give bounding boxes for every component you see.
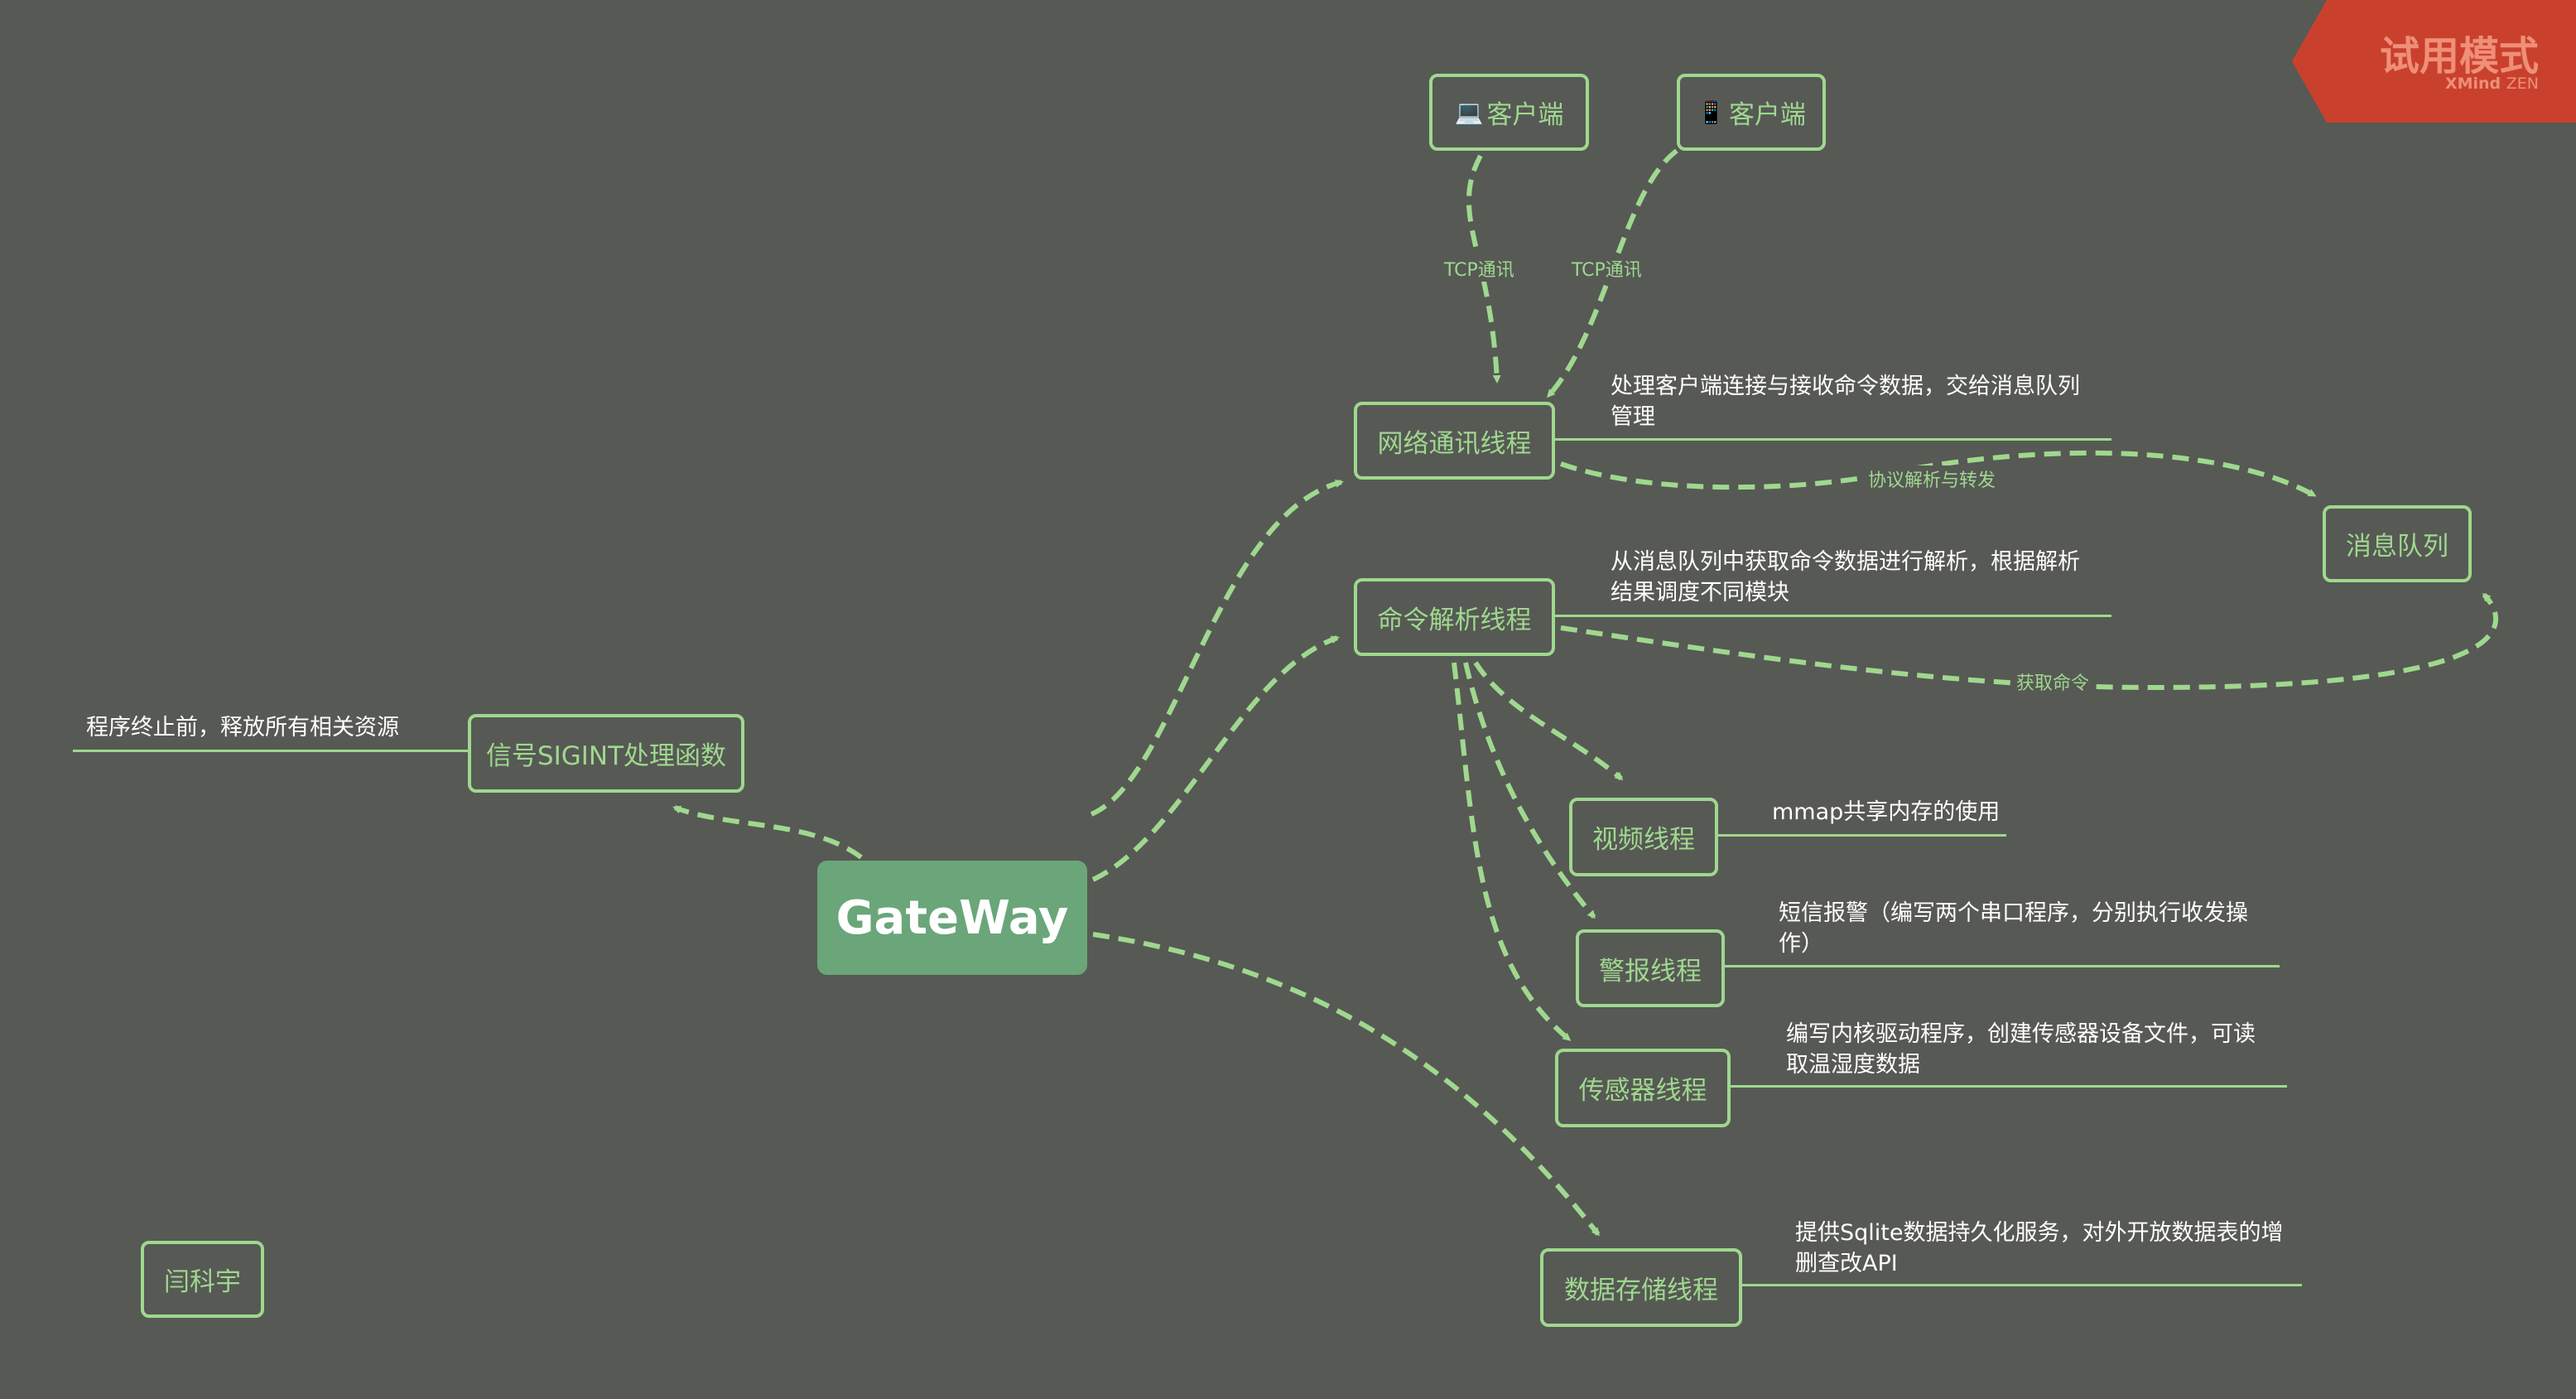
signal-note: 程序终止前，释放所有相关资源 — [86, 712, 399, 743]
network-thread-node[interactable]: 网络通讯线程 — [1354, 402, 1555, 480]
alarm-thread-label: 警报线程 — [1599, 956, 1702, 987]
sensor-thread-label: 传感器线程 — [1578, 1076, 1707, 1106]
note-line: 管理 — [1611, 404, 1655, 430]
command-note: 从消息队列中获取命令数据进行解析，根据解析 结果调度不同模块 — [1611, 547, 2080, 608]
command-thread-label: 命令解析线程 — [1377, 605, 1532, 635]
note-line: 处理客户端连接与接收命令数据，交给消息队列 — [1611, 374, 2080, 399]
link-central-network — [1090, 479, 1344, 817]
note-underline-command — [1555, 615, 2111, 617]
link-command-alarm — [1463, 662, 1596, 919]
link-command-sensor — [1452, 662, 1572, 1042]
note-line: 结果调度不同模块 — [1611, 580, 1789, 605]
author-node[interactable]: 闫科宇 — [141, 1241, 264, 1318]
note-underline-alarm — [1724, 965, 2280, 967]
alarm-note: 短信报警（编写两个串口程序，分别执行收发操 作） — [1779, 898, 2248, 959]
trial-mode-title: 试用模式 — [2379, 33, 2539, 80]
note-underline-storage — [1741, 1284, 2302, 1286]
storage-note: 提供Sqlite数据持久化服务，对外开放数据表的增 删查改API — [1795, 1218, 2283, 1279]
note-line: 短信报警（编写两个串口程序，分别执行收发操 — [1779, 900, 2248, 926]
network-note: 处理客户端连接与接收命令数据，交给消息队列 管理 — [1611, 371, 2080, 432]
storage-thread-label: 数据存储线程 — [1564, 1276, 1718, 1305]
client-mobile-node[interactable]: 📱 客户端 — [1677, 74, 1826, 151]
storage-thread-node[interactable]: 数据存储线程 — [1540, 1248, 1742, 1327]
edge-label-fetch: 获取命令 — [2014, 668, 2092, 695]
video-thread-node[interactable]: 视频线程 — [1569, 798, 1718, 876]
client-pc-node[interactable]: 💻 客户端 — [1429, 74, 1589, 151]
video-note: mmap共享内存的使用 — [1772, 797, 2000, 827]
edge-label-tcp-right: TCP通讯 — [1569, 255, 1644, 282]
signal-handler-node[interactable]: 信号SIGINT处理函数 — [468, 714, 744, 793]
note-line: 删查改API — [1795, 1251, 1898, 1276]
note-line: mmap共享内存的使用 — [1772, 799, 2001, 825]
message-queue-node[interactable]: 消息队列 — [2323, 505, 2472, 582]
message-queue-label: 消息队列 — [2346, 532, 2448, 562]
mobile-phone-icon: 📱 — [1697, 99, 1726, 126]
link-central-signal — [672, 805, 863, 860]
author-label: 闫科宇 — [164, 1267, 241, 1297]
link-central-storage — [1092, 932, 1601, 1237]
trial-mode-banner[interactable]: 试用模式 XMind ZEN — [2292, 0, 2576, 123]
xmind-edition: ZEN — [2506, 75, 2539, 93]
note-line: 程序终止前，释放所有相关资源 — [86, 715, 399, 741]
sensor-thread-node[interactable]: 传感器线程 — [1555, 1049, 1731, 1127]
video-thread-label: 视频线程 — [1592, 825, 1695, 855]
laptop-icon: 💻 — [1454, 99, 1484, 126]
note-underline-signal — [73, 750, 470, 752]
xmind-brand-name: XMind — [2444, 75, 2501, 93]
xmind-brand: XMind ZEN — [2445, 75, 2539, 93]
note-underline-video — [1717, 834, 2006, 837]
sensor-note: 编写内核驱动程序，创建传感器设备文件，可读 取温湿度数据 — [1786, 1019, 2256, 1080]
client-pc-label: 客户端 — [1486, 100, 1564, 130]
edge-label-protocol: 协议解析与转发 — [1866, 466, 1999, 492]
client-mobile-label: 客户端 — [1728, 100, 1806, 130]
note-line: 提供Sqlite数据持久化服务，对外开放数据表的增 — [1795, 1220, 2284, 1246]
command-thread-node[interactable]: 命令解析线程 — [1354, 578, 1555, 656]
link-client-pc-network — [1466, 154, 1501, 384]
network-thread-label: 网络通讯线程 — [1377, 428, 1532, 459]
link-command-video — [1473, 661, 1624, 781]
link-central-command — [1091, 635, 1340, 882]
central-topic-gateway[interactable]: GateWay — [817, 861, 1087, 975]
edge-label-tcp-left: TCP通讯 — [1442, 255, 1517, 282]
note-line: 从消息队列中获取命令数据进行解析，根据解析 — [1611, 549, 2080, 575]
note-underline-sensor — [1731, 1085, 2287, 1088]
note-line: 作） — [1779, 931, 1823, 957]
note-underline-network — [1555, 438, 2111, 441]
central-topic-label: GateWay — [835, 890, 1069, 945]
note-line: 编写内核驱动程序，创建传感器设备文件，可读 — [1786, 1021, 2256, 1047]
note-line: 取温湿度数据 — [1786, 1052, 1920, 1078]
signal-handler-label: 信号SIGINT处理函数 — [485, 741, 727, 771]
alarm-thread-node[interactable]: 警报线程 — [1576, 929, 1725, 1007]
